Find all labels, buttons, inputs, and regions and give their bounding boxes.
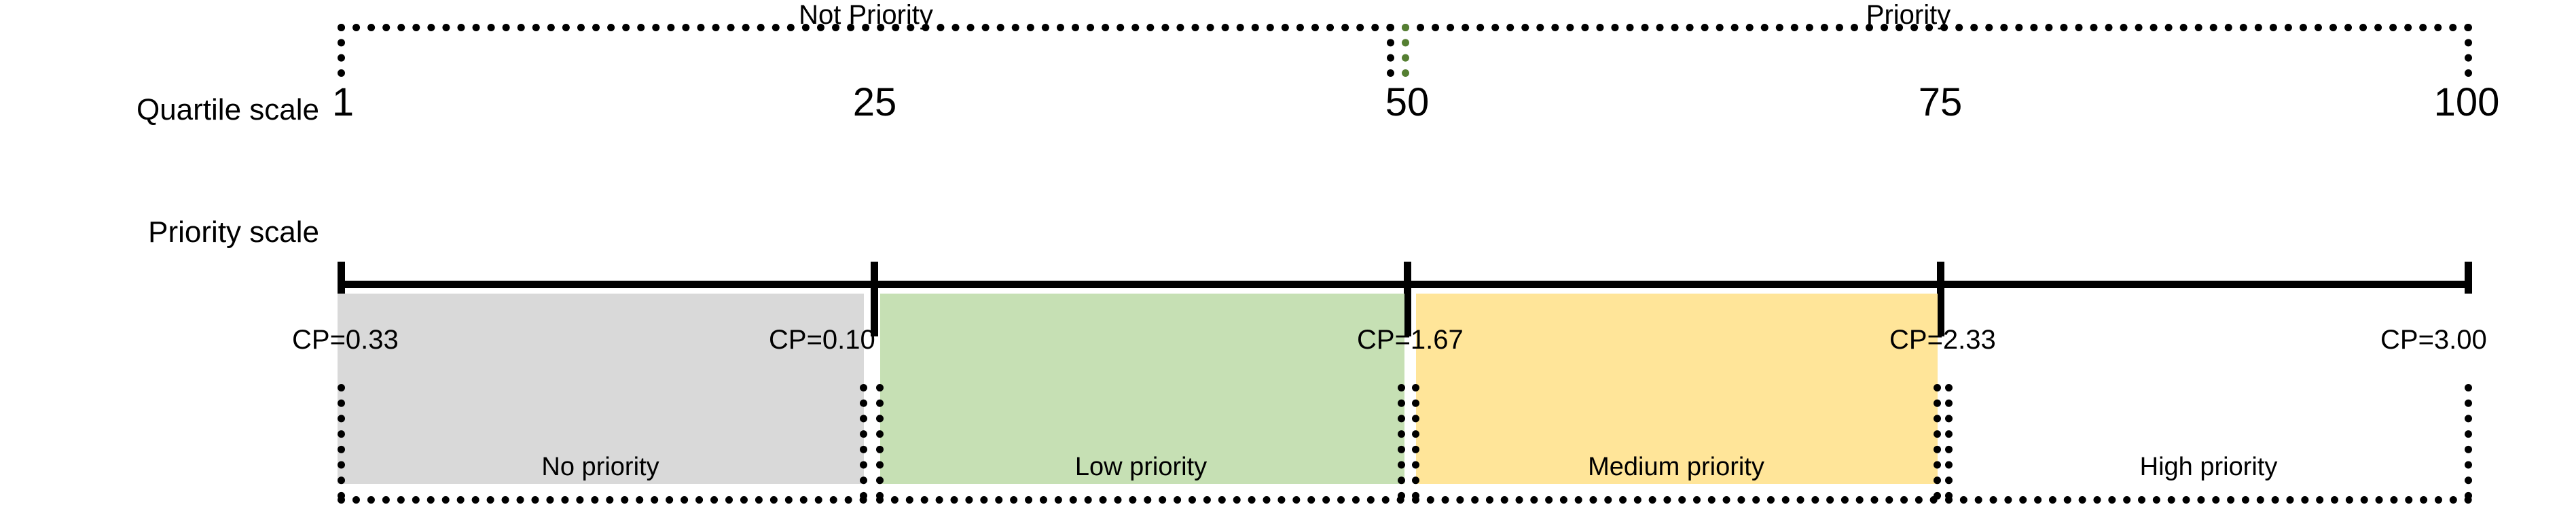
medium-priority-bracket-bottom — [1412, 496, 1938, 504]
quartile-tick-75: 75 — [1918, 80, 1963, 124]
axis-tick-25 — [871, 262, 878, 336]
band-low-priority — [880, 294, 1404, 484]
quartile-tick-25: 25 — [852, 80, 897, 124]
not-priority-bracket-top — [338, 24, 1394, 31]
cp-label-0-33: CP=0.33 — [292, 325, 399, 355]
high-priority-bracket-right-leg — [2465, 384, 2472, 500]
medium-priority-bracket-left-leg — [1412, 384, 1419, 500]
cp-label-1-67: CP=1.67 — [1357, 325, 1464, 355]
high-priority-bracket-bottom — [1945, 496, 2472, 504]
priority-bracket-left-leg — [1402, 24, 1409, 77]
group-label-priority: Priority — [1866, 0, 1951, 30]
quartile-tick-50: 50 — [1385, 80, 1430, 124]
cp-label-2-33: CP=2.33 — [1889, 325, 1996, 355]
low-priority-bracket-bottom — [876, 496, 1404, 504]
axis-tick-75 — [1937, 262, 1944, 336]
band-high-priority — [1949, 294, 2472, 484]
no-priority-bracket-left-leg — [338, 384, 345, 500]
cp-label-3-00: CP=3.00 — [2380, 325, 2487, 355]
medium-priority-bracket-right-leg — [1934, 384, 1941, 500]
not-priority-bracket-right-leg — [1387, 24, 1394, 77]
not-priority-bracket-left-leg — [338, 24, 345, 77]
band-label-medium-priority: Medium priority — [1588, 453, 1764, 481]
low-priority-bracket-right-leg — [1398, 384, 1405, 500]
priority-bracket-right-leg — [2465, 24, 2472, 77]
band-label-low-priority: Low priority — [1074, 453, 1208, 481]
band-no-priority — [338, 294, 864, 484]
quartile-tick-1: 1 — [331, 80, 355, 124]
band-medium-priority — [1416, 294, 1938, 484]
band-label-high-priority: High priority — [2139, 453, 2278, 481]
row-label-quartile-scale: Quartile scale — [136, 93, 319, 126]
cp-label-0-10: CP=0.10 — [769, 325, 875, 355]
no-priority-bracket-bottom — [338, 496, 867, 504]
row-label-priority-scale: Priority scale — [148, 215, 319, 249]
high-priority-bracket-left-leg — [1945, 384, 1953, 500]
band-label-no-priority: No priority — [541, 453, 659, 481]
group-label-not-priority: Not Priority — [799, 0, 933, 30]
priority-bracket-top — [1402, 24, 2472, 31]
no-priority-bracket-right-leg — [860, 384, 867, 500]
axis-tick-50 — [1404, 262, 1411, 336]
low-priority-bracket-left-leg — [876, 384, 884, 500]
quartile-tick-100: 100 — [2433, 80, 2500, 124]
